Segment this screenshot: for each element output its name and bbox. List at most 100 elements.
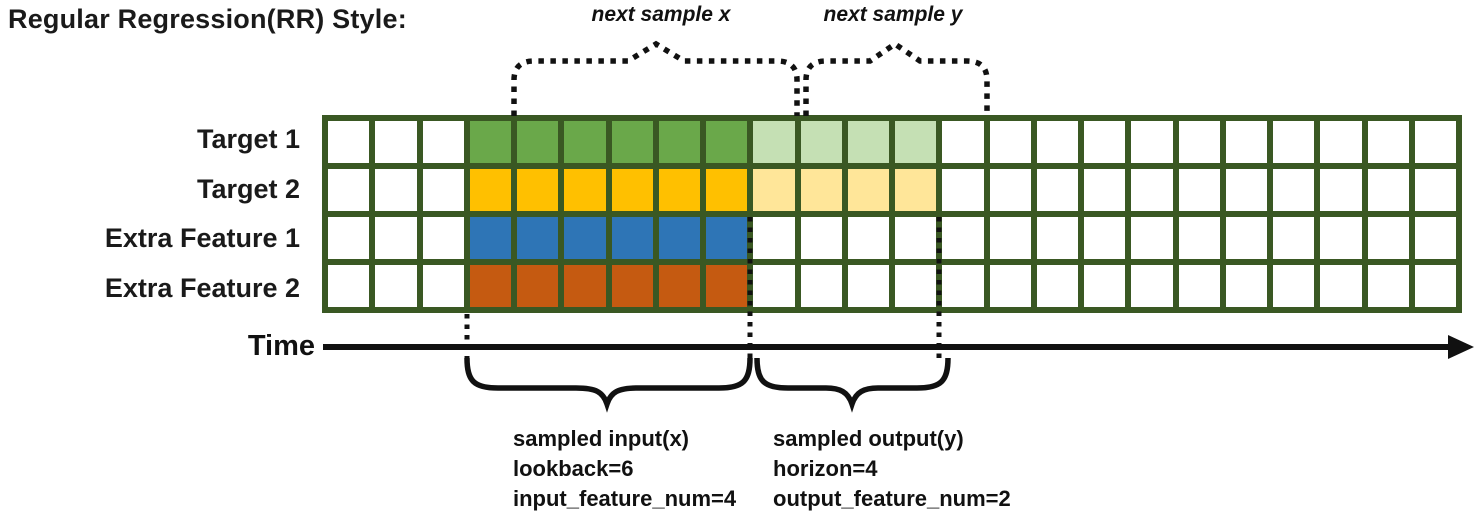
grid-cell-empty: [1320, 265, 1362, 307]
grid-cell-empty: [1320, 169, 1362, 211]
time-axis-label: Time: [247, 330, 315, 362]
grid-cell-empty: [1036, 217, 1078, 259]
grid-cell-input: [517, 169, 559, 211]
grid-cell-empty: [1178, 265, 1220, 307]
grid-cell-output: [847, 169, 889, 211]
grid-cell-empty: [989, 265, 1031, 307]
grid-cell-empty: [1320, 217, 1362, 259]
grid-cell-empty: [942, 265, 984, 307]
grid-cell-output: [753, 121, 795, 163]
next-sample-x-brace: [511, 40, 800, 116]
grid-cell-input: [469, 121, 511, 163]
grid-cell-empty: [1036, 265, 1078, 307]
grid-cell-empty: [895, 265, 937, 307]
grid-cell-input: [517, 217, 559, 259]
grid-cell-empty: [1084, 265, 1126, 307]
grid-cell-input: [658, 217, 700, 259]
grid-cell-empty: [847, 217, 889, 259]
output-window-brace: [754, 357, 951, 413]
grid-cell-empty: [1084, 169, 1126, 211]
sampled-input-annotation: sampled input(x) lookback=6 input_featur…: [513, 424, 736, 514]
grid-cell-input: [611, 265, 653, 307]
grid-cell-empty: [375, 265, 417, 307]
time-arrow-head: [1448, 335, 1474, 359]
lookback-value: lookback=6: [513, 456, 634, 481]
grid-cell-empty: [375, 169, 417, 211]
grid-cell-empty: [1131, 121, 1173, 163]
grid-cell-empty: [989, 217, 1031, 259]
grid-cell-input: [706, 169, 748, 211]
grid-cell-output: [800, 169, 842, 211]
grid-cell-input: [564, 265, 606, 307]
grid-cell-empty: [422, 169, 464, 211]
grid-cell-empty: [1273, 121, 1315, 163]
grid-cell-empty: [1414, 169, 1456, 211]
grid-cell-empty: [942, 169, 984, 211]
grid-cell-empty: [1084, 217, 1126, 259]
grid-cell-empty: [1273, 265, 1315, 307]
grid-cell-input: [611, 217, 653, 259]
sampled-input-title: sampled input(x): [513, 426, 690, 451]
next-sample-x-label: next sample x: [591, 3, 731, 26]
grid-cell-input: [469, 265, 511, 307]
grid-cell-empty: [1225, 217, 1267, 259]
grid-cell-empty: [1414, 265, 1456, 307]
grid-cell-empty: [1131, 217, 1173, 259]
grid-cell-empty: [1131, 169, 1173, 211]
grid-cell-empty: [1225, 265, 1267, 307]
grid-cell-input: [517, 121, 559, 163]
next-sample-y-label: next sample y: [823, 3, 963, 26]
grid-cell-empty: [753, 217, 795, 259]
sampled-output-annotation: sampled output(y) horizon=4 output_featu…: [773, 424, 1011, 514]
grid-cell-empty: [1131, 265, 1173, 307]
grid-cell-empty: [800, 217, 842, 259]
grid-cell-empty: [847, 265, 889, 307]
grid-cell-empty: [1367, 265, 1409, 307]
grid-cell-empty: [375, 121, 417, 163]
grid-cell-empty: [375, 217, 417, 259]
grid-cell-input: [706, 121, 748, 163]
grid-cell-input: [564, 121, 606, 163]
row-labels: Target 1 Target 2 Extra Feature 1 Extra …: [0, 115, 310, 313]
grid-cell-input: [469, 217, 511, 259]
grid-cell-output: [800, 121, 842, 163]
grid-cell-empty: [989, 121, 1031, 163]
grid-cell-output: [895, 121, 937, 163]
grid-cell-empty: [1084, 121, 1126, 163]
grid-cell-output: [847, 121, 889, 163]
grid-cell-empty: [422, 217, 464, 259]
grid-cell-input: [564, 217, 606, 259]
grid-cell-input: [517, 265, 559, 307]
grid-cell-input: [658, 265, 700, 307]
grid-cell-empty: [328, 169, 370, 211]
grid-cell-empty: [1178, 217, 1220, 259]
sampled-output-title: sampled output(y): [773, 426, 964, 451]
input-feature-num: input_feature_num=4: [513, 486, 737, 511]
grid-cell-empty: [328, 265, 370, 307]
grid-cell-input: [469, 169, 511, 211]
grid-cell-empty: [1414, 121, 1456, 163]
grid-cell-input: [611, 169, 653, 211]
grid-cell-output: [753, 169, 795, 211]
row-label-extra-feature-1: Extra Feature 1: [104, 223, 300, 254]
grid-cell-empty: [1178, 169, 1220, 211]
row-label-target-1: Target 1: [196, 124, 300, 155]
grid-cell-empty: [1036, 121, 1078, 163]
grid-cell-empty: [1414, 217, 1456, 259]
grid-cell-empty: [1225, 121, 1267, 163]
grid-cell-input: [706, 265, 748, 307]
grid-cell-empty: [1320, 121, 1362, 163]
row-label-extra-feature-2: Extra Feature 2: [104, 272, 300, 303]
row-label-target-2: Target 2: [196, 173, 300, 204]
grid-cell-empty: [422, 121, 464, 163]
grid-cell-empty: [1367, 169, 1409, 211]
grid-cell-empty: [1367, 217, 1409, 259]
grid-cell-empty: [942, 217, 984, 259]
timeseries-cell-grid: [322, 115, 1462, 313]
grid-cell-empty: [422, 265, 464, 307]
grid-cell-empty: [1273, 169, 1315, 211]
next-sample-y-brace: [803, 40, 990, 116]
grid-cell-empty: [1036, 169, 1078, 211]
input-window-brace: [464, 357, 753, 413]
